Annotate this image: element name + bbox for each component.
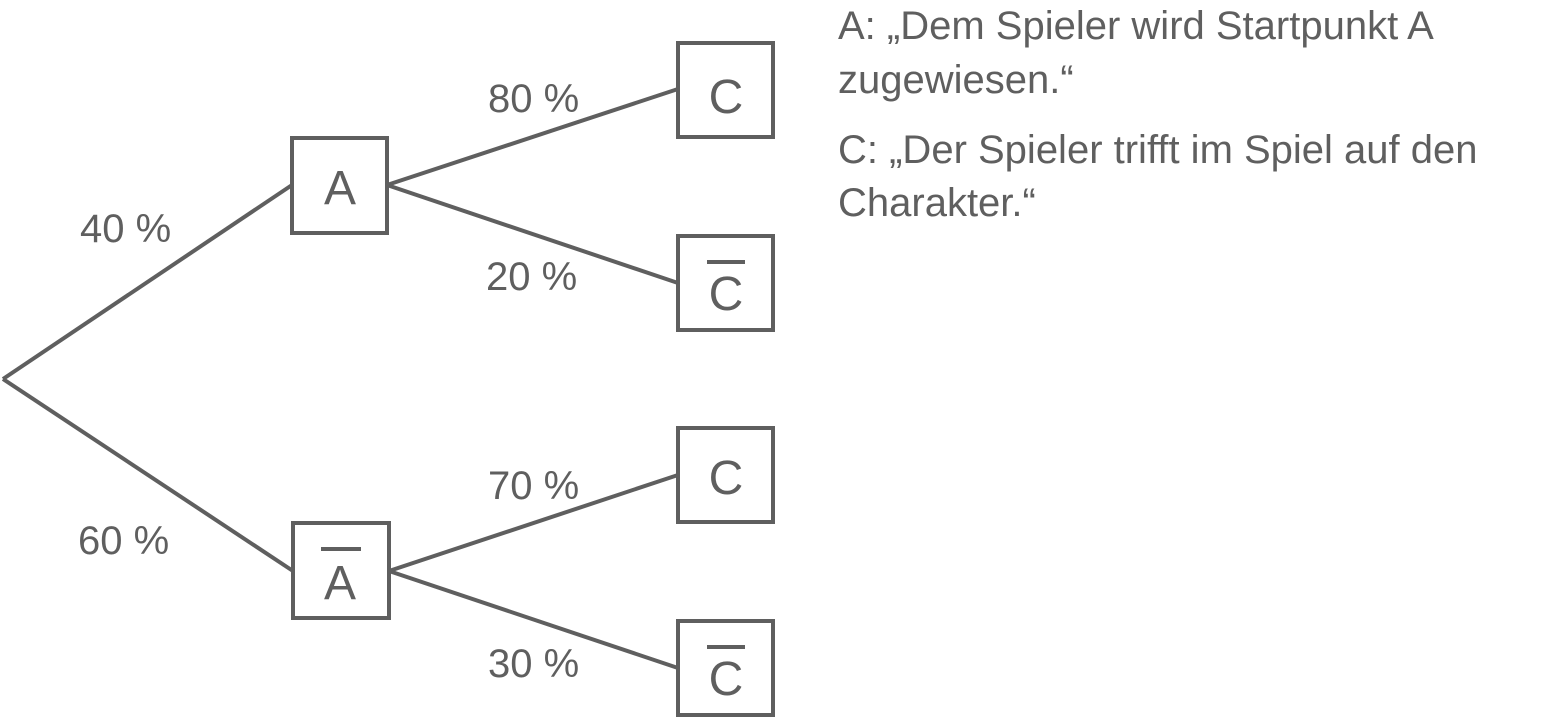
node-label: A [324, 162, 356, 215]
legend-c-line-1: C: „Der Spieler trifft im Spiel auf den [838, 128, 1478, 172]
branch-a-not-c [386, 183, 679, 285]
branch-not-a-not-c [388, 569, 679, 670]
probability-label: 40 % [80, 207, 171, 251]
legend-c-line-2: Charakter.“ [838, 181, 1036, 225]
node-label: C [709, 452, 744, 505]
legend-a-line-2: zugewiesen.“ [838, 58, 1074, 102]
node-a-c-box [676, 41, 775, 139]
node-a-not-c-box [676, 234, 775, 332]
node-label: C [709, 268, 744, 321]
node-a-box [290, 136, 389, 235]
probability-label: 70 % [488, 464, 579, 508]
branch-root-a [1, 183, 294, 381]
node-not-a-box [291, 521, 391, 620]
node-not-a-not-c-box [676, 619, 775, 717]
probability-label: 20 % [486, 255, 577, 299]
node-label: C [709, 653, 744, 706]
node-label: A [324, 557, 356, 610]
branch-a-c [386, 87, 679, 187]
node-not-a-c-box [676, 426, 775, 524]
node-label: C [709, 71, 744, 124]
probability-label: 60 % [78, 519, 169, 563]
probability-label: 80 % [488, 77, 579, 121]
branch-root-not-a [1, 377, 295, 573]
legend-a-line-1: A: „Dem Spieler wird Startpunkt A [838, 4, 1434, 48]
branch-not-a-c [388, 473, 679, 573]
probability-label: 30 % [488, 642, 579, 686]
